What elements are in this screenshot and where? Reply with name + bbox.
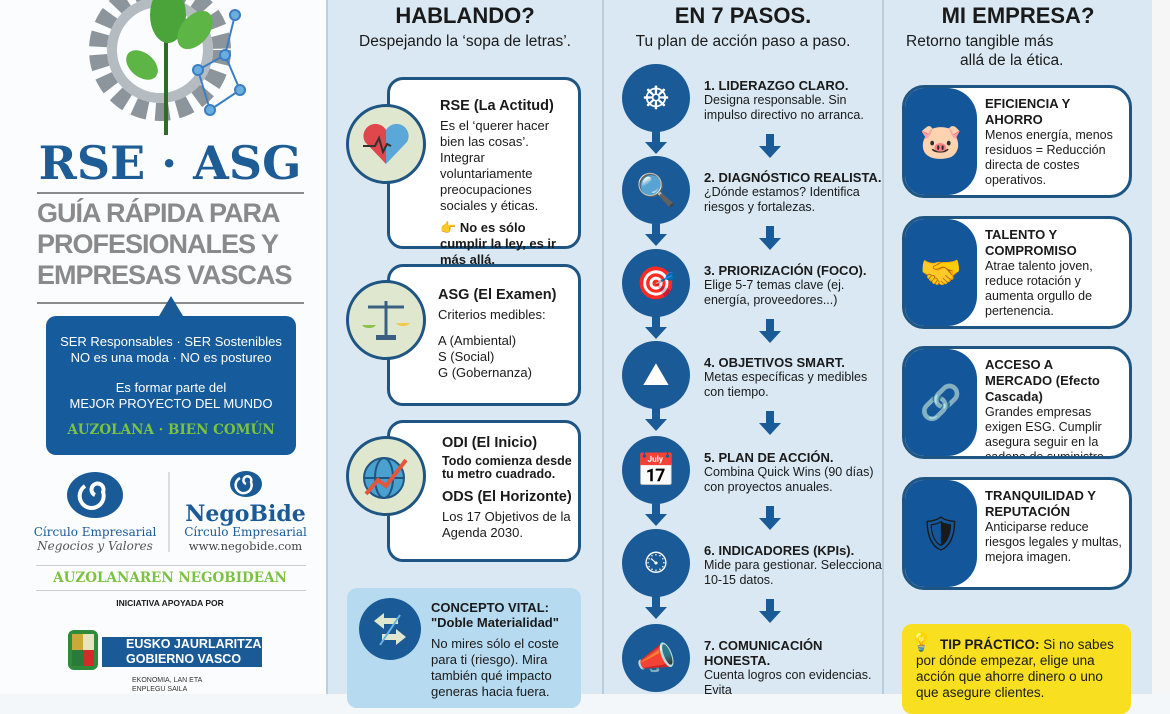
support-label: INICIATIVA APOYADA POR [116, 598, 224, 608]
arrow-down-icon [652, 222, 660, 234]
arrow-down-icon [645, 514, 667, 526]
arrow-down-icon [652, 130, 660, 142]
target-icon: 🎯 [622, 249, 690, 317]
concept-box: CONCEPTO VITAL: "Doble Materialidad" No … [347, 588, 581, 708]
arrow-down-icon [766, 319, 774, 331]
tip-box: 💡 TIP PRÁCTICO: Si no sabes por dónde em… [902, 624, 1131, 714]
arrow-down-icon [652, 595, 660, 607]
step-5: 5. PLAN DE ACCIÓN.Combina Quick Wins (90… [704, 450, 874, 494]
negobide-logo: NegoBide Círculo Empresarial www.negobid… [178, 470, 313, 553]
column-subtitle: allá de la ética. [960, 52, 1064, 69]
double-arrow-icon [359, 598, 421, 660]
divider [168, 472, 170, 552]
step-7: 7. COMUNICACIÓN HONESTA.Cuenta logros co… [704, 638, 872, 697]
arrow-down-icon [645, 142, 667, 154]
arrow-down-icon [645, 327, 667, 339]
lightbulb-icon: 💡 [910, 632, 933, 652]
arrow-down-icon [759, 331, 781, 343]
column-title: EN 7 PASOS. [674, 3, 812, 28]
scales-icon [346, 280, 426, 360]
spiral-icon [229, 471, 262, 497]
step-3: 3. PRIORIZACIÓN (FOCO).Elige 5-7 temas c… [704, 263, 867, 307]
logo-title: RSE · ASG [38, 136, 302, 190]
arrow-down-icon [652, 407, 660, 419]
mountain-flag-icon: ⛰ [622, 341, 690, 409]
benefit-card: 🔗ACCESO A MERCADO (Efecto Cascada)Grande… [902, 346, 1132, 459]
magnifier-icon: 🔍 [622, 156, 690, 224]
pointing-hand-icon: 👉 [440, 220, 457, 235]
megaphone-icon: 📣 [622, 624, 690, 692]
step-6: 6. INDICADORES (KPIs).Mide para gestiona… [704, 543, 882, 587]
divider [36, 565, 306, 566]
arrow-down-icon [652, 502, 660, 514]
card-rse: RSE (La Actitud) Es el ‘querer hacer bie… [387, 77, 581, 267]
mission-box: SER Responsables · SER Sostenibles NO es… [46, 316, 296, 455]
arrow-down-icon [766, 411, 774, 423]
arrow-down-icon [645, 607, 667, 619]
ship-wheel-icon: ☸ [622, 64, 690, 132]
handshake-icon: 🤝 [905, 219, 977, 326]
column-subtitle: Tu plan de acción paso a paso. [635, 33, 851, 50]
calendar-check-icon: 📅 [622, 436, 690, 504]
arrow-down-icon [759, 146, 781, 158]
gauge-icon: ⏲ [622, 529, 690, 597]
right-margin [1152, 0, 1170, 694]
heart-brain-icon [346, 104, 426, 184]
arrow-down-icon [766, 506, 774, 518]
column-subtitle: Retorno tangible más [906, 33, 1054, 50]
column-title: MI EMPRESA? [941, 3, 1095, 28]
chain-link-icon: 🔗 [905, 349, 977, 456]
divider [36, 590, 306, 591]
column-title: HABLANDO? [395, 3, 535, 28]
globe-growth-icon [346, 436, 426, 516]
basque-coat-of-arms-icon [68, 630, 98, 670]
column-subtitle: Despejando la ‘sopa de letras’. [359, 33, 571, 50]
step-1: 1. LIDERAZGO CLARO.Designa responsable. … [704, 78, 864, 122]
step-4: 4. OBJETIVOS SMART.Metas específicas y m… [704, 355, 868, 399]
arrow-down-icon [759, 423, 781, 435]
guide-subtitle: GUÍA RÁPIDA PARA PROFESIONALES Y EMPRESA… [37, 198, 293, 290]
step-2: 2. DIAGNÓSTICO REALISTA.¿Dónde estamos? … [704, 170, 882, 214]
department-label: EKONOMIA, LAN ETA ENPLEGU SAILA [132, 677, 203, 693]
motto: AUZOLANAREN NEGOBIDEAN [53, 570, 287, 586]
arrow-down-icon [652, 315, 660, 327]
arrow-down-icon [759, 611, 781, 623]
arrow-down-icon [759, 238, 781, 250]
gobierno-vasco-logo: EUSKO JAURLARITZA GOBIERNO VASCO [102, 637, 262, 667]
spiral-icon [67, 472, 123, 518]
divider [37, 192, 304, 194]
arrow-down-icon [766, 226, 774, 238]
arrow-down-icon [766, 134, 774, 146]
shield-check-icon: 🛡 [905, 480, 977, 587]
arrow-down-icon [645, 234, 667, 246]
gear-leaf-network-logo-icon [89, 0, 246, 135]
arrow-down-icon [759, 518, 781, 530]
circulo-empresarial-logo: Círculo Empresarial Negocios y Valores [30, 470, 160, 553]
arrow-down-icon [645, 419, 667, 431]
piggy-bank-icon: 🐷 [905, 88, 977, 195]
callout-pointer [159, 296, 183, 316]
left-panel: RSE · ASG GUÍA RÁPIDA PARA PROFESIONALES… [0, 0, 326, 694]
arrow-down-icon [766, 599, 774, 611]
